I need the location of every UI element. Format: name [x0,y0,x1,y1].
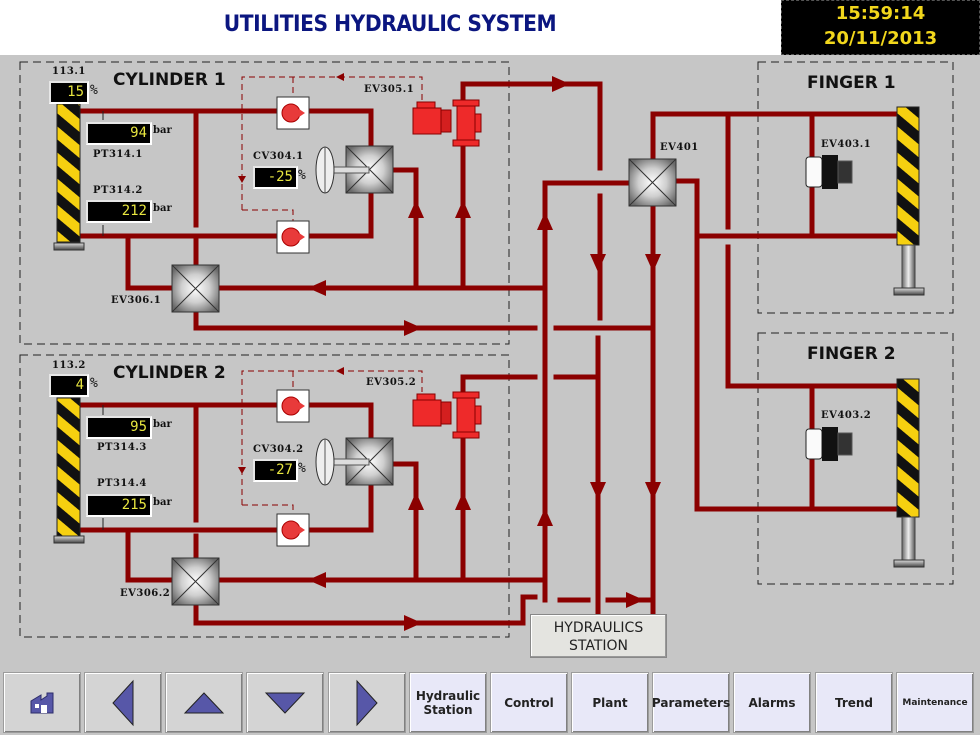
ev403-2-tag[interactable]: EV403.2 [821,410,872,421]
finger1-actuator [893,106,925,296]
cv304-1-tag: CV304.1 [253,151,304,162]
valve-ev306-1 [171,264,220,313]
pt314-4-unit: bar [153,497,172,508]
cv304-2-display[interactable]: -27 [253,459,298,482]
clock-time: 15:59:14 [835,3,926,24]
cylinder2-actuator [53,397,85,544]
hydraulics-station-button[interactable]: HYDRAULICS STATION [530,614,667,658]
nav-plant[interactable]: Plant [571,672,649,733]
pt314-1-display[interactable]: 94 [86,122,152,145]
nav-parameters[interactable]: Parameters [652,672,730,733]
arrow-left-icon [112,679,134,726]
solenoid-ev403-2 [805,427,853,461]
nav-maintenance[interactable]: Maintenance [896,672,974,733]
cylinder1-position-unit: % [90,83,98,98]
hydraulic-diagram: CYLINDER 1 CYLINDER 2 FINGER 1 FINGER 2 … [0,55,980,665]
cv304-2-tag: CV304.2 [253,444,304,455]
cylinder1-title: CYLINDER 1 [113,70,226,90]
home-button[interactable] [3,672,81,733]
ev401-tag[interactable]: EV401 [660,142,699,153]
pt314-2-tag: PT314.2 [93,185,143,196]
ev305-2-tag[interactable]: EV305.2 [366,377,417,388]
arrow-down-icon [264,692,306,714]
navigation-bar: Hydraulic Station Control Plant Paramete… [0,665,980,735]
nav-control[interactable]: Control [490,672,568,733]
pt314-2-unit: bar [153,203,172,214]
home-icon [30,692,54,713]
nav-hydraulic-station[interactable]: Hydraulic Station [409,672,487,733]
valve-ev401 [628,158,677,207]
clock-display: 15:59:14 20/11/2013 [781,0,980,55]
previous-button[interactable] [84,672,162,733]
cv304-2-unit: % [298,461,306,476]
cv304-1-display[interactable]: -25 [253,166,298,189]
header-bar: UTILITIES HYDRAULIC SYSTEM 15:59:14 20/1… [0,0,980,55]
nav-hydraulic-station-line2: Station [423,702,473,717]
station-label-line1: HYDRAULICS [553,620,644,636]
pt314-2-display[interactable]: 212 [86,200,152,223]
finger2-frame [757,332,954,585]
nav-trend[interactable]: Trend [815,672,893,733]
control-valve-cv304-2 [315,437,394,486]
cylinder2-frame [19,354,510,638]
pt314-3-tag: PT314.3 [97,442,147,453]
ev403-1-tag[interactable]: EV403.1 [821,139,872,150]
ev306-1-tag[interactable]: EV306.1 [111,295,162,306]
pipe-network [19,61,954,638]
pt314-4-tag: PT314.4 [97,478,147,489]
cylinder2-position-unit: % [90,376,98,391]
pump-ev305-2 [412,391,482,439]
finger1-title: FINGER 1 [807,73,896,93]
cylinder1-frame [19,61,510,345]
pipes [79,81,898,626]
station-label-line2: STATION [568,638,628,654]
next-button[interactable] [328,672,406,733]
pump-ev305-1 [412,99,482,147]
solenoid-ev403-1 [805,155,853,189]
finger2-title: FINGER 2 [807,344,896,364]
pt314-3-unit: bar [153,419,172,430]
cylinder1-position-tag: 113.1 [52,66,86,77]
pt314-3-display[interactable]: 95 [86,416,152,439]
cv304-1-unit: % [298,168,306,183]
nav-hydraulic-station-line1: Hydraulic [415,688,481,703]
nav-alarms[interactable]: Alarms [733,672,811,733]
ev305-1-tag[interactable]: EV305.1 [364,84,415,95]
page-title: UTILITIES HYDRAULIC SYSTEM [223,12,557,37]
ev306-2-tag[interactable]: EV306.2 [120,588,171,599]
cylinder1-position-display[interactable]: 15 [49,81,89,104]
finger1-frame [757,61,954,314]
arrow-up-icon [183,691,225,713]
cylinder1-actuator [53,103,85,251]
pt314-4-display[interactable]: 215 [86,494,152,517]
cylinder2-title: CYLINDER 2 [113,363,226,383]
pt314-1-unit: bar [153,125,172,136]
valve-ev306-2 [171,557,220,606]
pt314-1-tag: PT314.1 [93,149,143,160]
check-valves [276,96,310,547]
cylinder2-position-tag: 113.2 [52,360,86,371]
arrow-right-icon [356,679,378,726]
clock-date: 20/11/2013 [823,28,938,49]
down-button[interactable] [246,672,324,733]
cylinder2-position-display[interactable]: 4 [49,374,89,397]
up-button[interactable] [165,672,243,733]
control-valve-cv304-1 [315,145,394,194]
finger2-actuator [893,378,925,568]
